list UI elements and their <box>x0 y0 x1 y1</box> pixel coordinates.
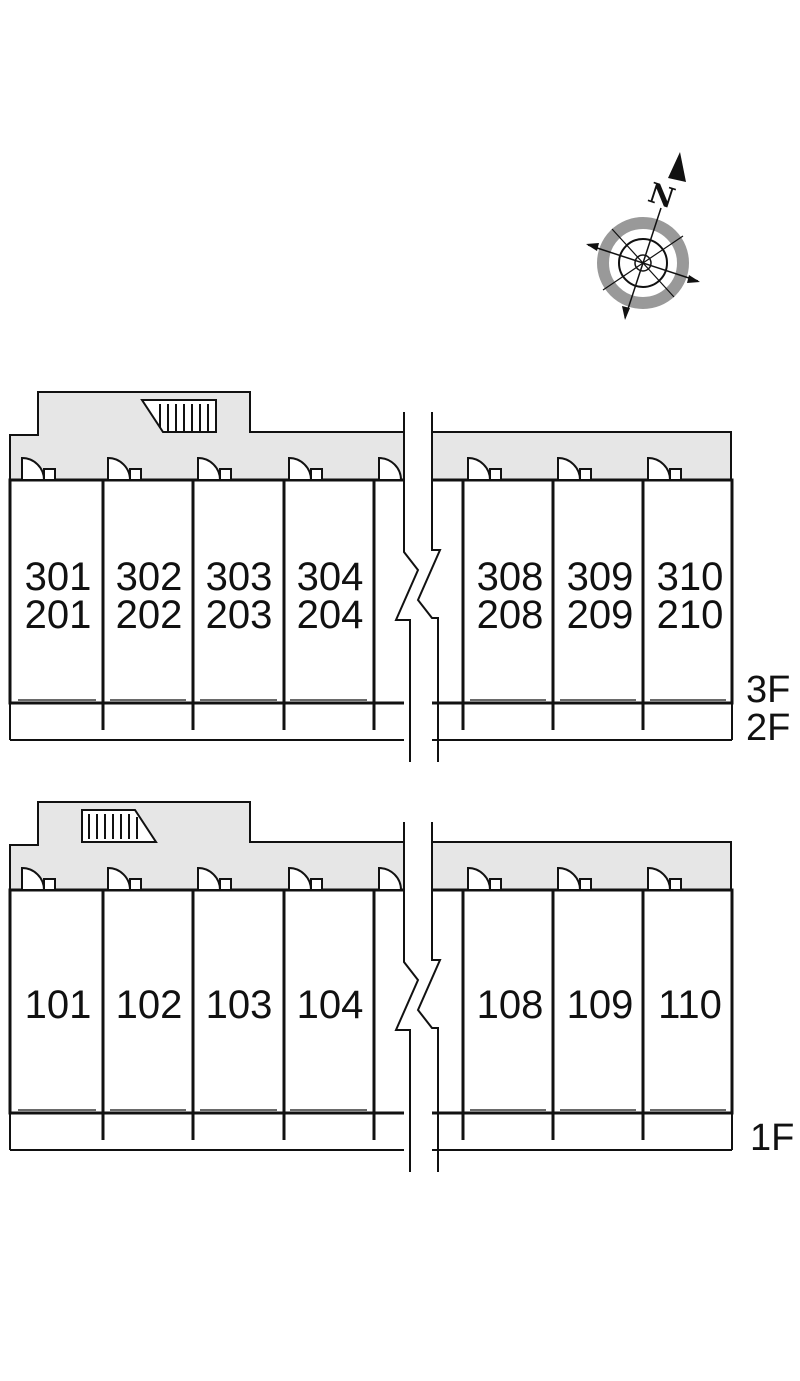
staircase-icon <box>81 809 158 843</box>
door-icon <box>21 866 56 891</box>
unit-number-210: 210 <box>657 593 724 637</box>
unit-number-110: 110 <box>658 983 722 1027</box>
unit-number-103: 103 <box>206 983 273 1027</box>
unit-strip-1f <box>8 888 734 1115</box>
door-icon <box>378 456 403 481</box>
unit-number-109: 109 <box>567 983 634 1027</box>
unit-number-108: 108 <box>477 983 544 1027</box>
unit-number-309: 309 <box>567 555 634 599</box>
door-icon <box>557 456 592 481</box>
floor-label-3f: 3F <box>746 669 790 711</box>
door-icon <box>557 866 592 891</box>
door-icon <box>647 866 682 891</box>
door-icon <box>288 456 323 481</box>
unit-number-304: 304 <box>297 555 364 599</box>
unit-number-308: 308 <box>477 555 544 599</box>
door-icon <box>107 456 142 481</box>
door-icon <box>107 866 142 891</box>
unit-number-209: 209 <box>567 593 634 637</box>
north-arrow-icon <box>668 152 686 182</box>
unit-number-204: 204 <box>297 593 364 637</box>
door-icon <box>647 456 682 481</box>
door-icon <box>378 866 403 891</box>
door-icon <box>21 456 56 481</box>
door-icon <box>197 456 232 481</box>
floor-label-1f: 1F <box>750 1117 794 1159</box>
unit-number-104: 104 <box>297 983 364 1027</box>
door-icon <box>197 866 232 891</box>
lower-floor-plan: 101 102 103 104 108 109 110 1F <box>8 801 794 1172</box>
staircase-icon <box>140 399 217 433</box>
unit-number-301: 301 <box>25 555 92 599</box>
north-label: N <box>644 176 679 215</box>
unit-number-303: 303 <box>206 555 273 599</box>
unit-number-202: 202 <box>116 593 183 637</box>
unit-number-302: 302 <box>116 555 183 599</box>
unit-number-201: 201 <box>25 593 92 637</box>
door-icon <box>467 866 502 891</box>
unit-number-101: 101 <box>25 983 92 1027</box>
unit-strip-3f <box>8 478 734 705</box>
unit-number-203: 203 <box>206 593 273 637</box>
compass-icon: N <box>586 152 700 320</box>
unit-number-310: 310 <box>657 555 724 599</box>
door-icon <box>288 866 323 891</box>
unit-number-102: 102 <box>116 983 183 1027</box>
break-gap <box>394 822 442 1172</box>
break-gap <box>394 412 442 762</box>
unit-number-208: 208 <box>477 593 544 637</box>
upper-floor-plan: 301 201 302 202 303 203 304 204 308 208 … <box>8 391 790 762</box>
door-icon <box>467 456 502 481</box>
floor-label-2f: 2F <box>746 707 790 749</box>
